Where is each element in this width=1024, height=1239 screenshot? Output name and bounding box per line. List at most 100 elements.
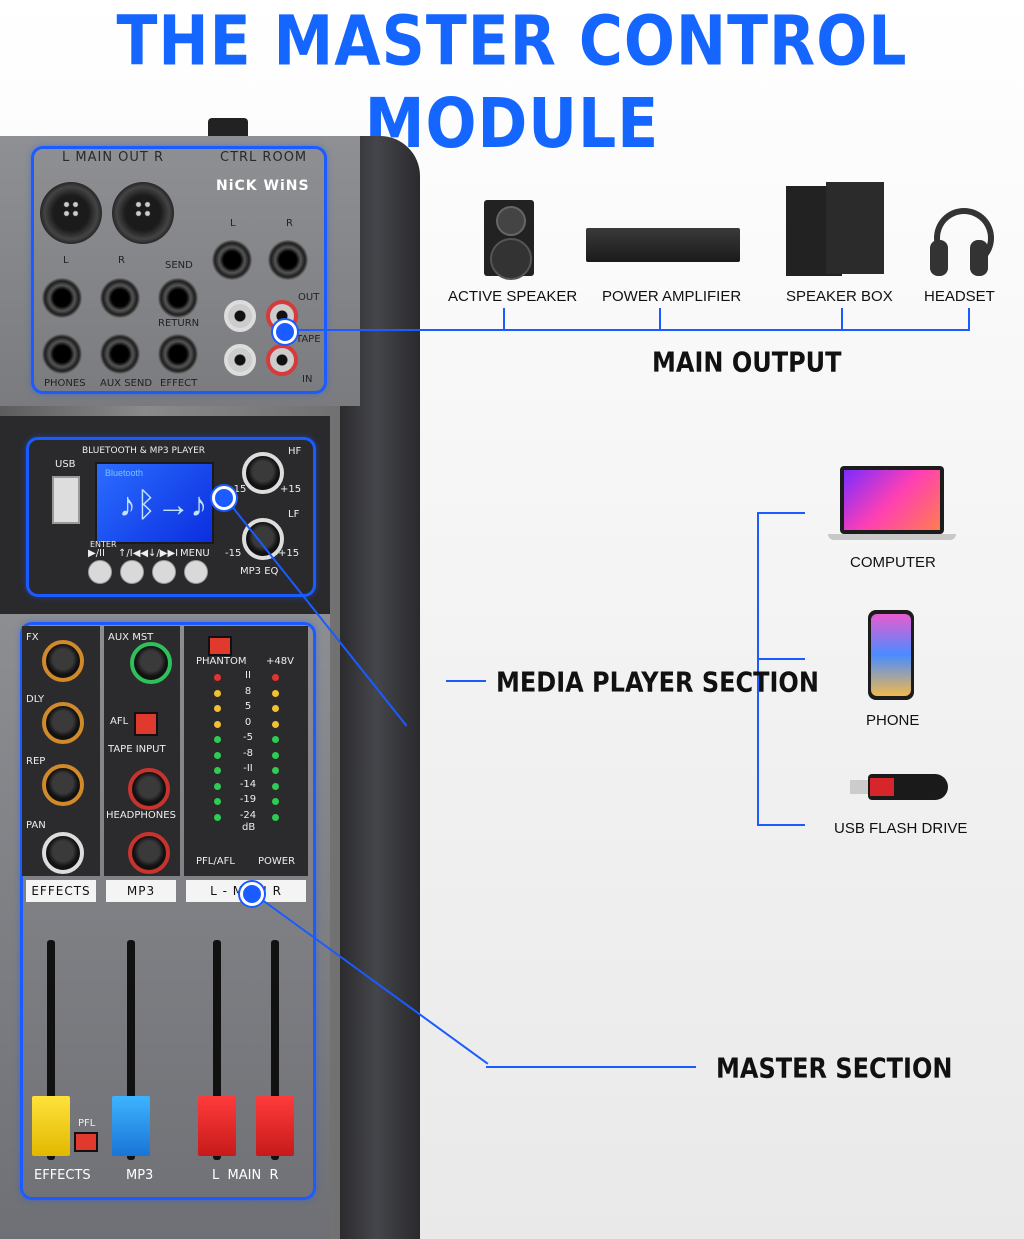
computer-icon [828, 466, 956, 540]
pan-label: PAN [26, 820, 46, 831]
meter-scale-label: 5 [244, 701, 252, 712]
meter-led-left [214, 720, 221, 728]
meter-led-left [214, 674, 221, 681]
next-button[interactable] [152, 560, 176, 584]
meter-strip-bg [184, 626, 308, 876]
jack-send[interactable] [158, 278, 198, 318]
device-label-phone: PHONE [866, 712, 920, 729]
dly-knob[interactable] [42, 702, 84, 744]
main-left-fader-track [213, 940, 221, 1160]
meter-led-left [214, 705, 221, 712]
afl-label: AFL [110, 716, 129, 727]
menu-button[interactable] [184, 560, 208, 584]
rep-label: REP [26, 756, 46, 767]
hf-min-label: -15 [230, 484, 247, 495]
main-fader-label: L MAIN R [212, 1168, 279, 1183]
mixer-top-knob [208, 118, 248, 140]
main-output-tick-2 [659, 308, 661, 330]
tape-input-knob[interactable] [128, 768, 170, 810]
meter-scale-label: 0 [244, 716, 252, 728]
phones-label: PHONES [44, 378, 86, 389]
play-pause-label: ▶/II [88, 548, 105, 559]
meter-led-right [272, 689, 279, 697]
lf-knob[interactable] [242, 518, 284, 560]
play-pause-button[interactable] [88, 560, 112, 584]
meter-scale-label: -8 [243, 747, 253, 759]
prev-button[interactable] [120, 560, 144, 584]
meter-scale-label: -24 [239, 809, 257, 821]
meter-led-left [214, 689, 221, 697]
media-panel-highlight [26, 437, 316, 597]
lf-label: LF [288, 509, 300, 520]
afl-button[interactable] [134, 712, 158, 736]
lcd-text: Bluetooth [105, 468, 144, 478]
device-label-headset: HEADSET [924, 288, 995, 305]
tape-in-left-rca[interactable] [224, 344, 256, 376]
device-label-usb-flash-drive: USB FLASH DRIVE [834, 820, 968, 837]
meter-scale-label: II [245, 670, 251, 681]
main-out-right-xlr[interactable] [112, 182, 174, 244]
pan-knob[interactable] [42, 832, 84, 874]
power-amplifier-icon [586, 228, 740, 262]
rep-knob[interactable] [42, 764, 84, 806]
out-label: OUT [298, 292, 320, 303]
tape-out-left-rca[interactable] [224, 300, 256, 332]
main-out-label: L MAIN OUT R [62, 150, 165, 165]
usb-label: USB [55, 459, 76, 470]
meter-scale-label: -14 [239, 778, 257, 790]
phantom-button[interactable] [208, 636, 232, 656]
effect-label: EFFECT [160, 378, 198, 389]
effects-fader[interactable] [32, 1096, 70, 1156]
meter-scale-label: 8 [244, 685, 252, 697]
send-label: SEND [165, 260, 193, 271]
main-output-line [298, 329, 970, 331]
main-right-fader[interactable] [256, 1096, 294, 1156]
enter-label: ENTER [90, 540, 117, 549]
lf-max-label: +15 [278, 548, 300, 559]
main-left-fader[interactable] [198, 1096, 236, 1156]
ctrl-room-left-jack[interactable] [212, 240, 252, 280]
jack-l[interactable] [42, 278, 82, 318]
db-label: dB [242, 822, 256, 833]
master-section-title: MASTER SECTION [716, 1052, 953, 1085]
media-player-title: MEDIA PLAYER SECTION [496, 666, 819, 699]
ctrl-room-right-jack[interactable] [268, 240, 308, 280]
main-out-left-xlr[interactable] [40, 182, 102, 244]
main-output-tick-4 [968, 308, 970, 330]
jack-phones[interactable] [42, 334, 82, 374]
meter-led-left [214, 813, 221, 821]
hf-label: HF [288, 446, 302, 457]
effects-fader-label: EFFECTS [34, 1168, 91, 1183]
headphones-knob[interactable] [128, 832, 170, 874]
pfl-button[interactable] [74, 1132, 98, 1152]
brand-logo: NiCK WiNS [216, 178, 310, 194]
jack-aux-send[interactable] [100, 334, 140, 374]
jack-r[interactable] [100, 278, 140, 318]
usb-port[interactable] [52, 476, 80, 524]
device-label-active-speaker: ACTIVE SPEAKER [448, 288, 578, 305]
dly-label: DLY [26, 694, 45, 705]
meter-scale-label: -19 [239, 794, 257, 805]
effects-fader-track [47, 940, 55, 1160]
tape-in-right-rca[interactable] [266, 344, 298, 376]
ctrl-room-label: CTRL ROOM [220, 150, 308, 165]
mp3-fader[interactable] [112, 1096, 150, 1156]
master-section-dot [240, 882, 264, 906]
aux-master-knob[interactable] [130, 642, 172, 684]
meter-scale-label: -5 [243, 732, 253, 743]
main-output-tick-1 [503, 308, 505, 330]
main-output-title: MAIN OUTPUT [652, 346, 842, 379]
ctrl-r-label: R [286, 218, 293, 229]
meter-led-right [272, 767, 279, 774]
hf-knob[interactable] [242, 452, 284, 494]
jack-effect[interactable] [158, 334, 198, 374]
right-label: R [118, 255, 125, 266]
meter-led-left [214, 736, 221, 743]
device-label-computer: COMPUTER [850, 554, 936, 571]
fx-knob[interactable] [42, 640, 84, 682]
media-callout-horizontal [446, 680, 486, 682]
usb-flash-drive-icon [850, 774, 948, 800]
left-label: L [63, 255, 69, 266]
headphones-label: HEADPHONES [106, 810, 176, 821]
master-panel-highlight [20, 622, 316, 1200]
